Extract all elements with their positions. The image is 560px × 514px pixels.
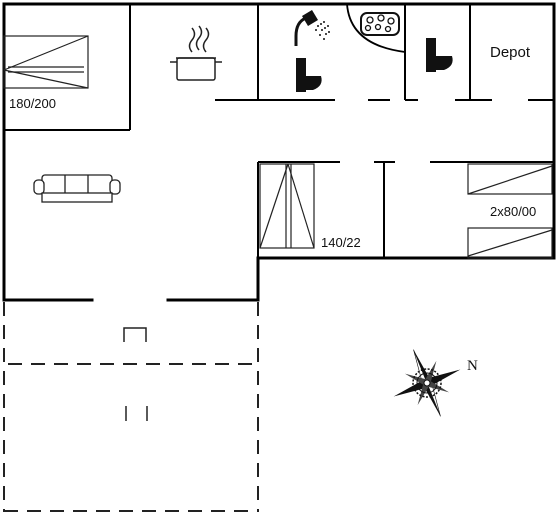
storage-label: Depot <box>490 44 531 61</box>
terrace-posts <box>123 327 148 421</box>
bedroom-3-size-label: 2x80/00 <box>490 204 536 219</box>
compass-north-label: N <box>467 358 478 374</box>
bedroom-2-size-label: 140/22 <box>321 235 361 250</box>
exterior-walls <box>2 2 556 302</box>
toilet-icon <box>426 38 453 72</box>
toilet-icon <box>296 58 322 92</box>
sofa-icon <box>33 174 121 203</box>
bed-icon <box>3 35 89 89</box>
compass-rose-icon <box>393 349 461 417</box>
cooking-pot-icon <box>170 25 222 81</box>
shower-enclosure <box>346 3 406 53</box>
shower-icon <box>294 10 330 46</box>
bedroom-1-size-label: 180/200 <box>9 96 56 111</box>
terrace-outline <box>3 302 259 512</box>
whirlpool-bath-icon <box>360 12 400 36</box>
interior-walls <box>4 4 555 258</box>
bed-icon <box>259 163 315 249</box>
bed-icon <box>467 163 553 259</box>
